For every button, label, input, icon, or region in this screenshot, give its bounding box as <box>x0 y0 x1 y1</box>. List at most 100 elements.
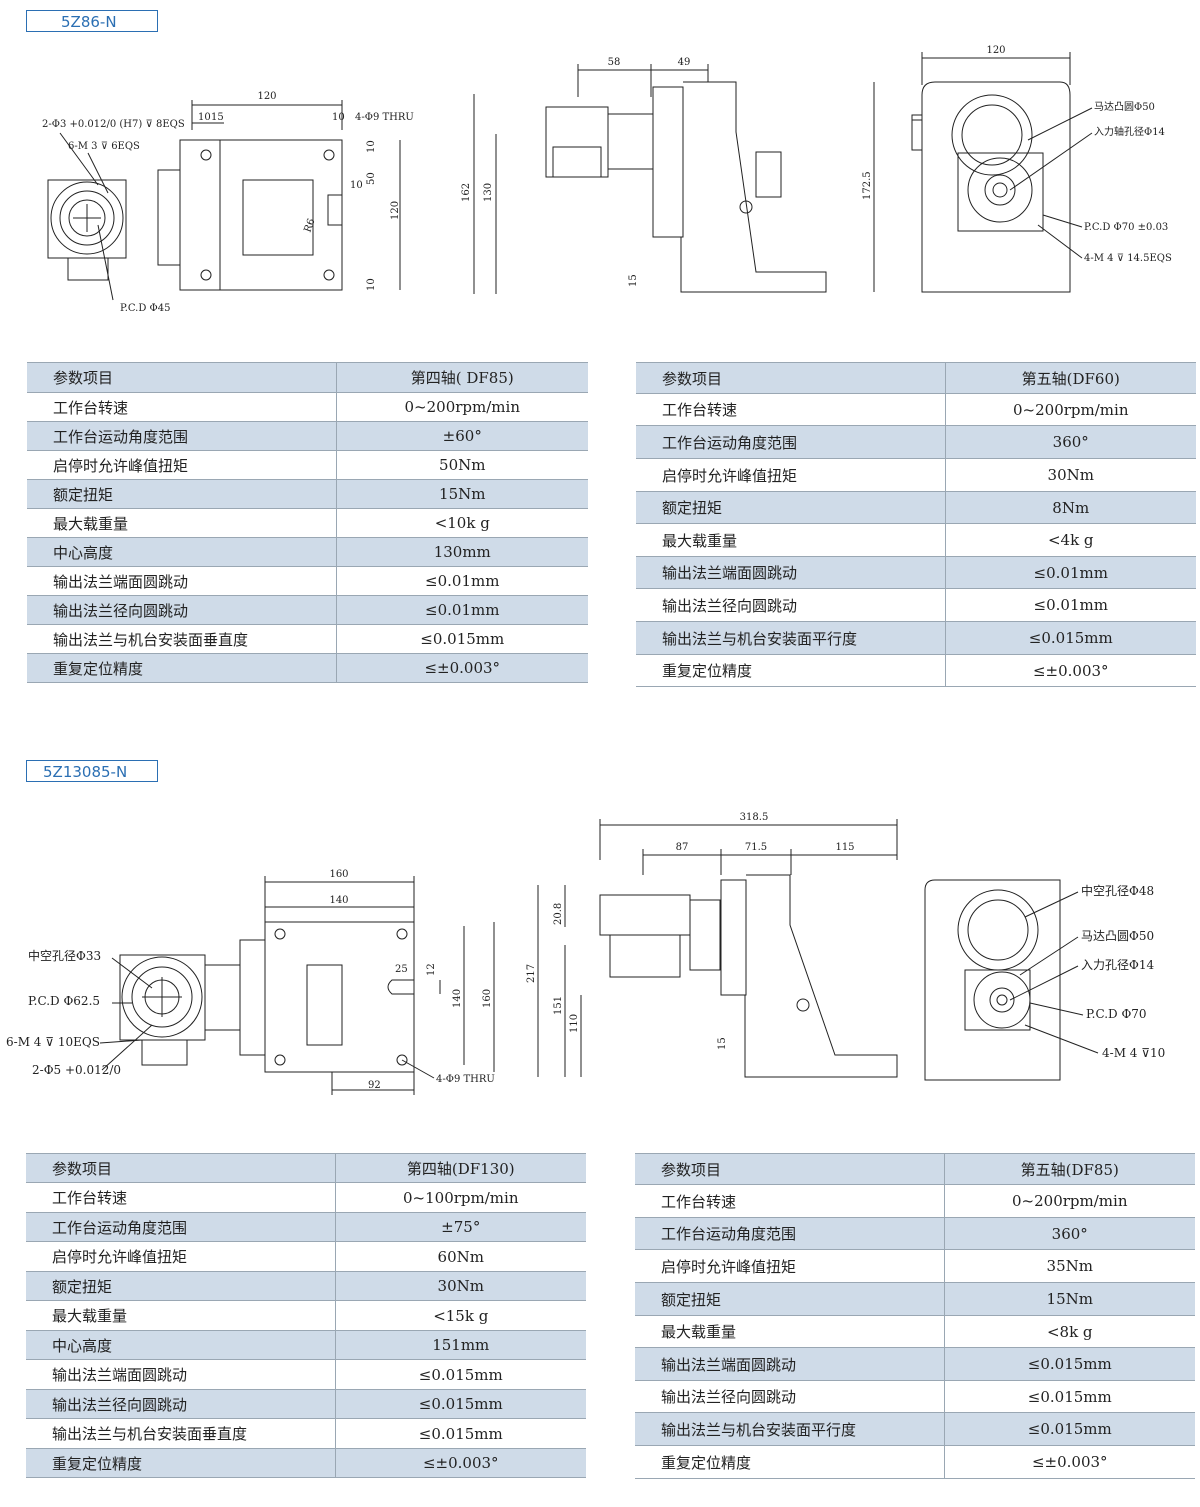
dim-20-8: 20.8 <box>553 903 564 925</box>
param-value: 130mm <box>336 537 588 567</box>
param-value: 60Nm <box>335 1241 586 1272</box>
param-name: 工作台运动角度范围 <box>26 1212 336 1242</box>
dim-25: 25 <box>395 964 408 975</box>
dim-160v: 160 <box>482 989 493 1008</box>
dim-12: 12 <box>426 963 437 976</box>
note-pcd45: P.C.D Φ45 <box>120 303 170 314</box>
param-name: 启停时允许峰值扭矩 <box>636 458 946 492</box>
rear-view-drawing-2: 中空孔径Φ48 马达凸圆Φ50 入力孔径Φ14 P.C.D Φ70 4-M 4 … <box>920 875 1200 1085</box>
param-value: 0~200rpm/min <box>945 393 1196 426</box>
dim-58: 58 <box>608 57 621 68</box>
header-param: 参数项目 <box>26 1153 336 1183</box>
param-name: 额定扭矩 <box>26 1271 336 1301</box>
param-name: 重复定位精度 <box>636 654 946 687</box>
header-axis: 第四轴(DF130) <box>335 1153 586 1183</box>
header-axis: 第四轴( DF85) <box>336 362 588 393</box>
param-name: 中心高度 <box>27 537 337 567</box>
note-pcd70-2: P.C.D Φ70 <box>1086 1007 1147 1021</box>
dim-160: 160 <box>329 869 348 880</box>
side-view-drawing-1: 58 49 162 130 15 <box>456 52 836 302</box>
note-m3: 6-M 3 ⊽ 6EQS <box>68 141 140 152</box>
param-value: 30Nm <box>945 458 1196 492</box>
dim-15: 15 <box>628 274 639 287</box>
dim-10d: 10 <box>350 180 363 191</box>
dim-71-5: 71.5 <box>745 842 767 853</box>
dim-140v: 140 <box>452 989 463 1008</box>
model-tag-1: 5Z86-N <box>26 10 158 32</box>
param-name: 重复定位精度 <box>27 653 337 683</box>
dim-217: 217 <box>526 964 537 983</box>
dim-10c: 10 <box>366 140 377 153</box>
dim-120-rear: 120 <box>986 45 1005 56</box>
note-hollow48: 中空孔径Φ48 <box>1081 883 1154 898</box>
param-name: 重复定位精度 <box>26 1448 336 1478</box>
param-name: 额定扭矩 <box>636 491 946 524</box>
param-value: ≤0.01mm <box>945 556 1196 589</box>
param-value: ≤0.015mm <box>944 1380 1195 1413</box>
param-value: ≤0.015mm <box>335 1418 586 1449</box>
param-name: 最大载重量 <box>27 508 337 538</box>
note-input14-2: 入力孔径Φ14 <box>1081 958 1154 972</box>
dim-162: 162 <box>461 183 472 202</box>
param-value: 360° <box>945 425 1196 459</box>
param-name: 额定扭矩 <box>635 1282 945 1316</box>
param-value: 15Nm <box>944 1282 1195 1316</box>
param-name: 中心高度 <box>26 1330 336 1360</box>
note-pin5: 2-Φ5 +0.012/0 <box>32 1063 121 1077</box>
param-value: ≤0.015mm <box>944 1347 1195 1381</box>
param-value: 15Nm <box>336 479 588 509</box>
param-name: 重复定位精度 <box>635 1445 945 1479</box>
param-name: 工作台运动角度范围 <box>27 421 337 451</box>
param-value: ≤0.01mm <box>945 588 1196 622</box>
param-name: 输出法兰径向圆跳动 <box>636 588 946 622</box>
note-m4: 4-M 4 ⊽ 14.5EQS <box>1084 253 1172 264</box>
param-value: <8k g <box>944 1315 1195 1348</box>
param-name: 输出法兰径向圆跳动 <box>27 595 337 625</box>
param-value: ≤0.015mm <box>944 1412 1195 1446</box>
dim-87: 87 <box>676 842 689 853</box>
header-axis: 第五轴(DF85) <box>944 1153 1195 1185</box>
param-value: ≤0.015mm <box>945 621 1196 655</box>
dim-r6: R6 <box>302 217 317 234</box>
dim-110: 110 <box>569 1014 580 1033</box>
dim-4phi9-2: 4-Φ9 THRU <box>436 1074 495 1085</box>
param-value: 35Nm <box>944 1249 1195 1283</box>
front-view-drawing-2: 160 140 25 12 140 160 92 4-Φ9 THRU 中空孔径Φ… <box>2 860 522 1100</box>
param-name: 最大载重量 <box>26 1300 336 1331</box>
param-name: 工作台运动角度范围 <box>635 1217 945 1250</box>
param-value: ≤0.015mm <box>335 1389 586 1419</box>
param-value: 8Nm <box>945 491 1196 524</box>
param-value: 360° <box>944 1217 1195 1250</box>
param-name: 最大载重量 <box>636 523 946 557</box>
header-param: 参数项目 <box>636 362 946 394</box>
param-value: ±60° <box>336 421 588 451</box>
param-value: ≤0.01mm <box>336 595 588 625</box>
param-name: 工作台转速 <box>26 1182 336 1213</box>
param-value: <10k g <box>336 508 588 538</box>
param-name: 输出法兰径向圆跳动 <box>26 1389 336 1419</box>
param-name: 启停时允许峰值扭矩 <box>27 450 337 480</box>
param-value: ≤0.015mm <box>336 624 588 654</box>
dim-115: 115 <box>835 842 854 853</box>
note-input14: 入力轴孔径Φ14 <box>1094 125 1165 138</box>
header-param: 参数项目 <box>635 1153 945 1185</box>
dim-120v: 120 <box>390 201 401 220</box>
note-pcd70: P.C.D Φ70 ±0.03 <box>1084 222 1168 233</box>
param-name: 输出法兰端面圆跳动 <box>635 1347 945 1381</box>
param-name: 启停时允许峰值扭矩 <box>26 1241 336 1272</box>
front-view-drawing-1: 120 10 15 10 4-Φ9 THRU 2-Φ3 +0.012/0 (H7… <box>28 85 428 325</box>
param-name: 输出法兰与机台安装面平行度 <box>636 621 946 655</box>
header-axis: 第五轴(DF60) <box>945 362 1196 394</box>
header-param: 参数项目 <box>27 362 337 393</box>
param-name: 工作台转速 <box>27 392 337 422</box>
param-name: 输出法兰端面圆跳动 <box>27 566 337 596</box>
note-m4-10-2: 4-M 4 ⊽10 <box>1102 1046 1165 1060</box>
param-value: 0~200rpm/min <box>944 1184 1195 1218</box>
param-name: 输出法兰与机台安装面垂直度 <box>27 624 337 654</box>
param-name: 工作台转速 <box>636 393 946 426</box>
param-value: ±75° <box>335 1212 586 1242</box>
rear-view-drawing-1: 120 172.5 马达凸圆Φ50 入力轴孔径Φ14 P.C.D Φ70 ±0.… <box>860 40 1190 305</box>
dim-10e: 10 <box>366 278 377 291</box>
